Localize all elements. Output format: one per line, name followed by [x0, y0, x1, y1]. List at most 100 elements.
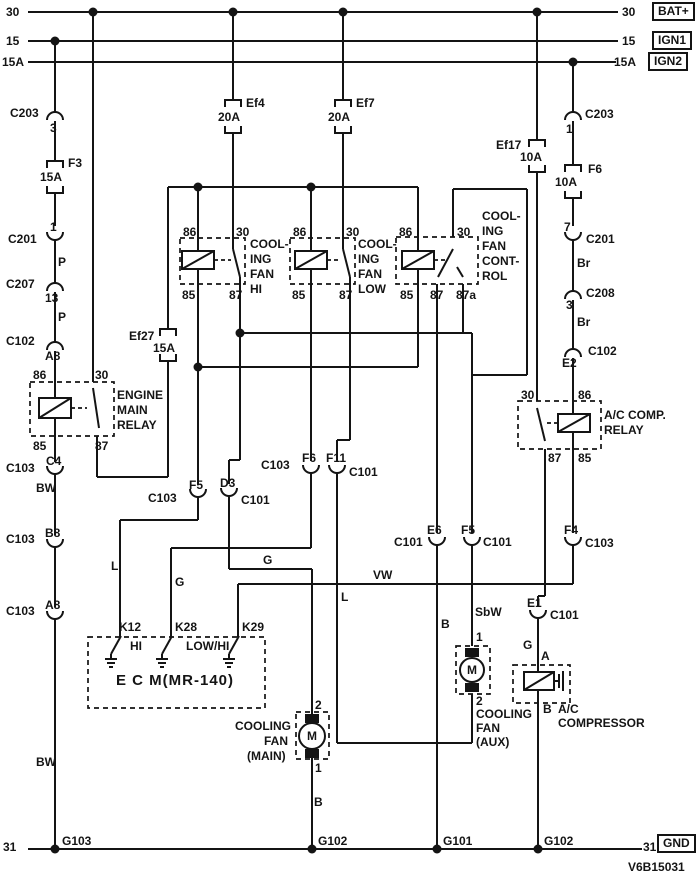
ecm-k28-fn: LOW/HI — [186, 639, 230, 653]
rail30-left: 30 — [6, 5, 20, 19]
comp-pin-a: A — [541, 649, 550, 663]
c203-left-name: C203 — [10, 106, 39, 120]
ground-g102-2: G102 — [544, 834, 574, 848]
wire-sbw: SbW — [475, 605, 502, 619]
r1-pin-85: 85 — [182, 288, 196, 302]
ecm-name: E C M(MR-140) — [116, 672, 235, 689]
c103-f5-name: C103 — [148, 491, 177, 505]
acr-pin-87: 87 — [548, 451, 562, 465]
mainfan-name-1: COOLING — [235, 719, 291, 733]
wire-g-1: G — [175, 575, 185, 589]
ac-compressor — [512, 664, 571, 849]
r2-name-1: COOL- — [358, 237, 397, 251]
ecm-k12-fn: HI — [130, 639, 142, 653]
r1-pin-87: 87 — [229, 288, 243, 302]
ground-g102-1: G102 — [318, 834, 348, 848]
r3-name-1: COOL- — [482, 209, 521, 223]
ef17-name: Ef17 — [496, 138, 522, 152]
left-branch-wires — [46, 41, 64, 849]
ef4-amp: 20A — [218, 110, 241, 124]
c103-a8-pin: A8 — [45, 598, 61, 612]
c203-right-name: C203 — [585, 107, 614, 121]
d3-name: C101 — [241, 493, 270, 507]
c103-f6-pin: F6 — [302, 451, 317, 465]
f4-name: C103 — [585, 536, 614, 550]
comp-name-2: COMPRESSOR — [558, 716, 645, 730]
c201-left-name: C201 — [8, 232, 37, 246]
c103-c4-name: C103 — [6, 461, 35, 475]
c207-name: C207 — [6, 277, 35, 291]
wire-bw-2: BW — [36, 755, 56, 769]
acr-pin-30: 30 — [521, 388, 535, 402]
wire-g-3: G — [523, 638, 533, 652]
c103-b8-pin: B8 — [45, 526, 61, 540]
right-branch-wires — [564, 62, 582, 414]
rail15-right: 15 — [622, 34, 636, 48]
auxfan-name-1: COOLING — [476, 707, 532, 721]
wire-g-2: G — [263, 553, 273, 567]
ef7-name: Ef7 — [356, 96, 375, 110]
c103-f6-name: C103 — [261, 458, 290, 472]
f11-name: C101 — [349, 465, 378, 479]
c201-left-pin: 1 — [50, 220, 57, 234]
f5c101-pin: F5 — [461, 523, 476, 537]
ef17-amp: 10A — [520, 150, 543, 164]
wire-bw-1: BW — [36, 481, 56, 495]
rail15a-right: 15A — [614, 55, 637, 69]
auxfan-m: M — [467, 663, 477, 677]
c102-left-pin: A8 — [45, 349, 61, 363]
r3-pin-87a: 87a — [456, 288, 477, 302]
c207-pin: 13 — [45, 291, 59, 305]
cooling-fan-main-motor — [295, 569, 330, 849]
ef4-name: Ef4 — [246, 96, 265, 110]
ecm-box — [87, 635, 266, 709]
junction-dots — [50, 7, 578, 854]
wire-b-comp: B — [543, 702, 552, 716]
acr-pin-85: 85 — [578, 451, 592, 465]
r1-name-4: HI — [250, 282, 262, 296]
r1-pin-30: 30 — [236, 225, 250, 239]
ef27-amp: 15A — [153, 341, 176, 355]
c103-f5-pin: F5 — [189, 478, 204, 492]
f11-pin: F11 — [326, 451, 347, 465]
r3-pin-87: 87 — [430, 288, 444, 302]
rail15a-left: 15A — [2, 55, 25, 69]
acr-pin-86: 86 — [578, 388, 592, 402]
emr-pin-87: 87 — [95, 439, 109, 453]
e6-name: C101 — [394, 535, 423, 549]
rail31-left: 31 — [3, 840, 17, 854]
emr-pin-86: 86 — [33, 368, 47, 382]
c201-right-name: C201 — [586, 232, 615, 246]
d3-pin: D3 — [220, 476, 236, 490]
mainfan-name-3: (MAIN) — [247, 749, 286, 763]
wire-l-2: L — [341, 590, 349, 604]
ef17-fuse — [528, 12, 546, 401]
c102-left-name: C102 — [6, 334, 35, 348]
emr-pin-30: 30 — [95, 368, 109, 382]
c208-name: C208 — [586, 286, 615, 300]
r2-pin-87: 87 — [339, 288, 353, 302]
ecm-pin-k29: K29 — [242, 620, 265, 634]
ign2-terminal: IGN2 — [648, 52, 689, 71]
wire-br-1: Br — [577, 256, 591, 270]
cooling-fan-aux-motor — [455, 645, 491, 743]
rail30-right: 30 — [622, 5, 636, 19]
f4-pin: F4 — [564, 523, 579, 537]
r1-pin-86: 86 — [183, 225, 197, 239]
emr-name-1: ENGINE — [117, 388, 164, 402]
c103-b8-name: C103 — [6, 532, 35, 546]
c102-right-pin: E2 — [562, 356, 577, 370]
f6-amp: 10A — [555, 175, 578, 189]
r3-pin-85: 85 — [400, 288, 414, 302]
mainfan-name-2: FAN — [264, 734, 288, 748]
f3-name: F3 — [68, 156, 83, 170]
ef7-fuse — [334, 12, 352, 249]
c201-right-pin: 7 — [564, 220, 571, 234]
r3-name-5: ROL — [482, 269, 508, 283]
ef27-name: Ef27 — [129, 329, 155, 343]
auxfan-name-2: FAN — [476, 721, 500, 735]
ef27-fuse-wire — [159, 186, 418, 477]
r2-pin-85: 85 — [292, 288, 306, 302]
